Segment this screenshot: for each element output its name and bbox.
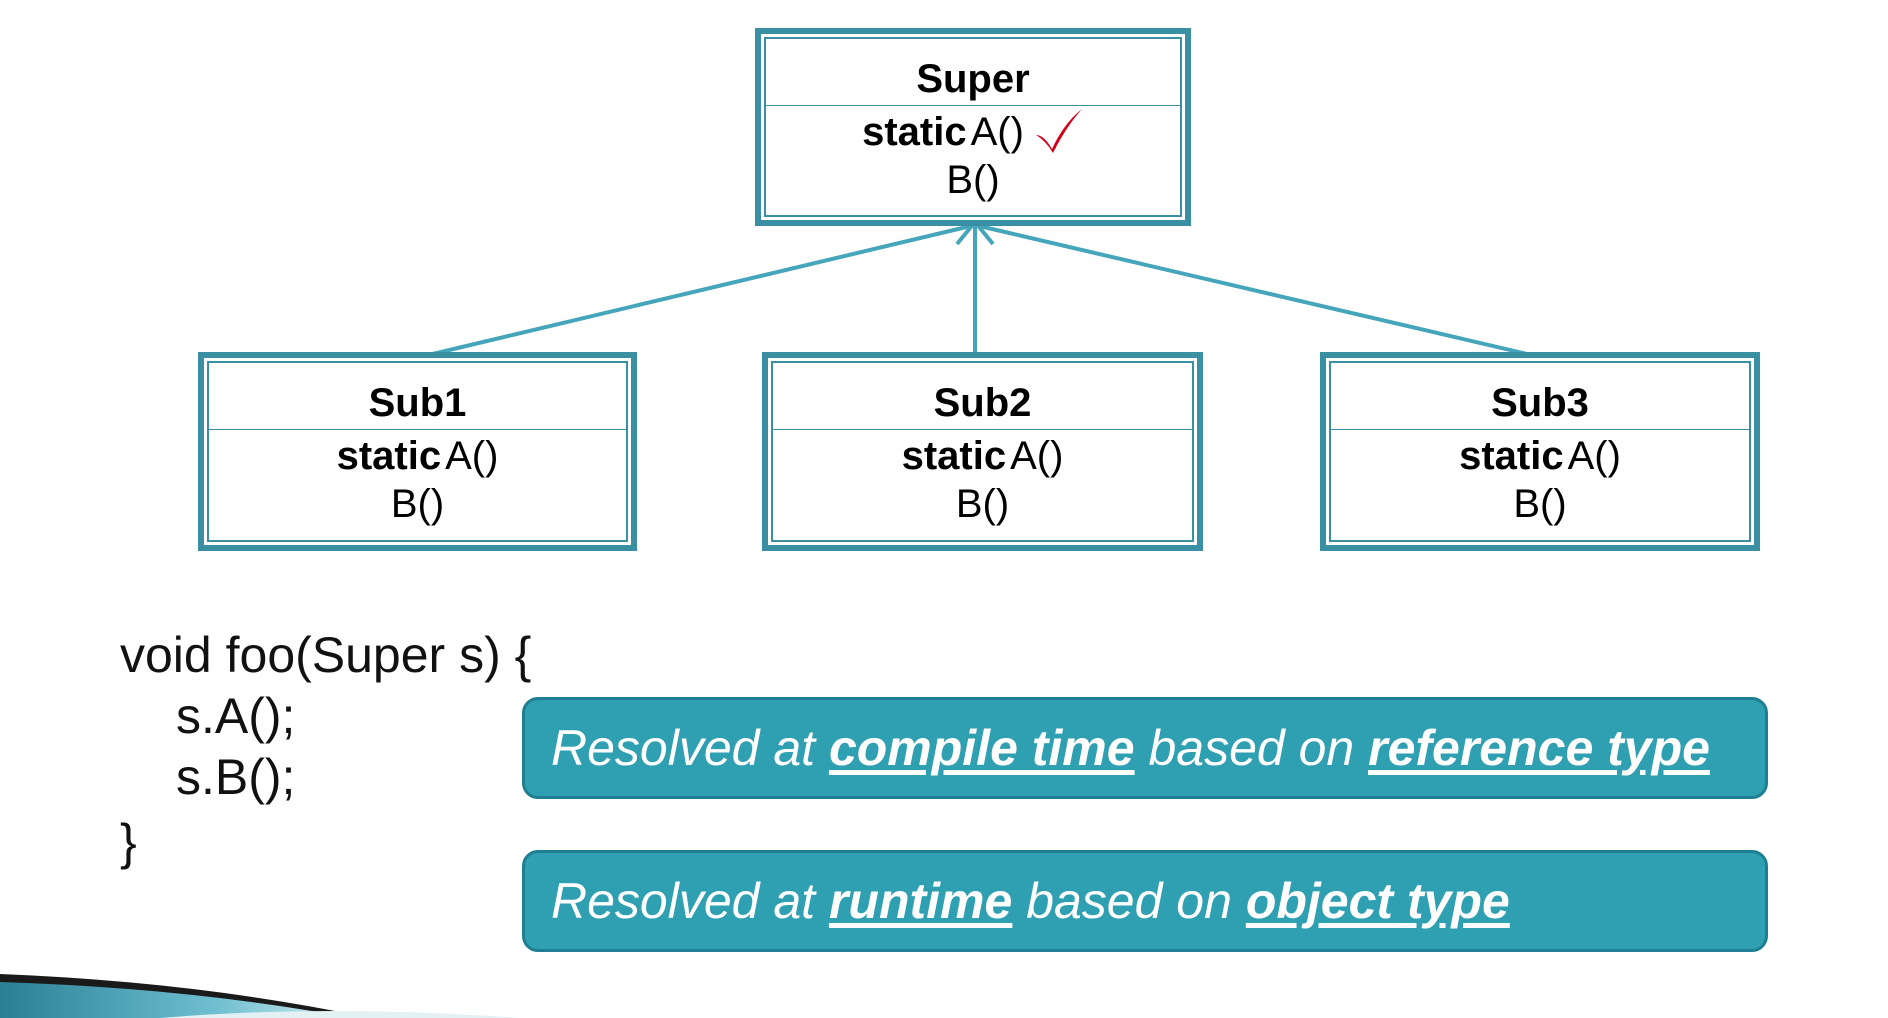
banner-emphasis: runtime (828, 873, 1013, 929)
method-a-label: A() (1010, 434, 1064, 478)
static-keyword: static (901, 434, 1007, 478)
class-name: Sub2 (933, 381, 1032, 425)
connector-sub1 (419, 223, 976, 359)
class-name: Super (916, 57, 1030, 101)
class-separator (209, 429, 626, 430)
banner-emphasis: reference type (1368, 720, 1710, 776)
method-a-label: A() (1567, 434, 1621, 478)
class-separator (773, 429, 1192, 430)
class-separator (1331, 429, 1749, 430)
connector-sub3 (974, 223, 1541, 359)
method-a-label: A() (445, 434, 499, 478)
code-line-signature: void foo(Super s) { (120, 627, 532, 683)
class-name: Sub3 (1491, 381, 1589, 425)
class-separator (766, 105, 1180, 106)
static-keyword: static (862, 110, 967, 154)
code-line-call-a: s.A(); (176, 688, 296, 744)
banner-middle: based on (1134, 720, 1369, 776)
checkmark-icon (1035, 109, 1082, 154)
banner-prefix: Resolved at (551, 720, 829, 776)
static-keyword: static (1459, 434, 1564, 478)
banner-middle: based on (1012, 873, 1246, 929)
method-a-label: A() (970, 110, 1024, 154)
footer-swoosh-decoration (0, 974, 520, 1018)
method-b: B() (1513, 482, 1567, 526)
class-name: Sub1 (368, 381, 467, 425)
method-b: B() (955, 482, 1010, 526)
method-b: B() (390, 482, 445, 526)
banner-emphasis: compile time (828, 720, 1135, 776)
banner-prefix: Resolved at (551, 873, 829, 929)
banner-runtime: Resolved at runtime based on object type (522, 850, 1768, 952)
banner-compile-time: Resolved at compile time based on refere… (522, 697, 1768, 799)
banner-emphasis: object type (1245, 873, 1510, 929)
static-keyword: static (336, 434, 442, 478)
code-line-close: } (120, 814, 137, 870)
method-b: B() (946, 158, 1000, 202)
code-line-call-b: s.B(); (176, 749, 296, 805)
